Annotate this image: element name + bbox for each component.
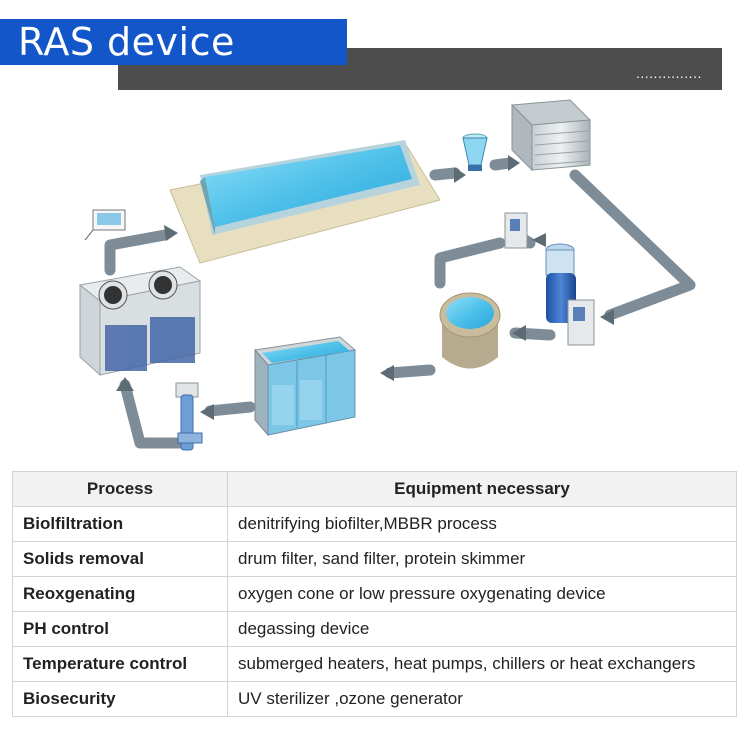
equipment-cell: oxygen cone or low pressure oxygenating … — [227, 576, 737, 612]
control-box-lower — [567, 299, 595, 346]
table-row: Solids removal drum filter, sand filter,… — [12, 541, 737, 577]
arrow-3 — [508, 155, 520, 171]
pipe-tank-to-uv — [204, 401, 256, 417]
arrow-7 — [380, 365, 394, 381]
arrow-2 — [454, 167, 466, 183]
process-cell: Biolfiltration — [12, 506, 228, 542]
equipment-cell: degassing device — [227, 611, 737, 647]
table-row: Biolfiltration denitrifying biofilter,MB… — [12, 506, 737, 542]
control-monitor — [84, 209, 126, 241]
pipe-filter-to-drum — [489, 157, 516, 171]
process-table: Process Equipment necessary Biolfiltrati… — [12, 471, 737, 717]
pipe-pool-to-filter — [429, 167, 461, 181]
culture-pool — [169, 140, 441, 264]
arrow-5 — [532, 233, 546, 247]
table-row: Reoxgenating oxygen cone or low pressure… — [12, 576, 737, 612]
pipe-uv-to-pump — [119, 379, 186, 449]
title-bar-blue — [0, 19, 347, 65]
equipment-cell: denitrifying biofilter,MBBR process — [227, 506, 737, 542]
round-tank — [439, 292, 501, 369]
arrow-8 — [200, 404, 214, 420]
pipe-tank-to-tank — [384, 364, 436, 379]
pipes — [104, 157, 696, 449]
table-row: Biosecurity UV sterilizer ,ozone generat… — [12, 681, 737, 717]
flow-arrows — [116, 155, 614, 420]
uv-sterilizer — [175, 382, 203, 451]
process-cell: Solids removal — [12, 541, 228, 577]
process-cell: PH control — [12, 611, 228, 647]
table-header-row: Process Equipment necessary — [12, 471, 737, 507]
equipment-cell: drum filter, sand filter, protein skimme… — [227, 541, 737, 577]
cone-filter — [462, 133, 488, 171]
table-row: PH control degassing device — [12, 611, 737, 647]
arrow-9 — [116, 377, 134, 391]
pipe-box-to-tank — [434, 237, 506, 289]
page-title: RAS device — [18, 20, 235, 64]
process-cell: Temperature control — [12, 646, 228, 682]
arrow-1 — [164, 225, 178, 241]
arrow-6 — [512, 325, 526, 341]
control-box-upper — [504, 212, 528, 249]
process-cell: Reoxgenating — [12, 576, 228, 612]
header-process: Process — [12, 471, 228, 507]
heat-pump — [78, 266, 202, 377]
pipe-pump-to-pool — [104, 229, 171, 276]
arrow-4 — [600, 309, 614, 325]
title-dots: ............... — [636, 65, 702, 81]
biofilter-tank — [254, 336, 357, 437]
process-cell: Biosecurity — [12, 681, 228, 717]
ras-process-diagram — [78, 99, 696, 451]
drum-filter — [510, 99, 592, 172]
header-equipment: Equipment necessary — [227, 471, 737, 507]
table-row: Temperature control submerged heaters, h… — [12, 646, 737, 682]
equipment-cell: submerged heaters, heat pumps, chillers … — [227, 646, 737, 682]
pipe-drum-to-right — [569, 169, 696, 321]
equipment-cell: UV sterilizer ,ozone generator — [227, 681, 737, 717]
